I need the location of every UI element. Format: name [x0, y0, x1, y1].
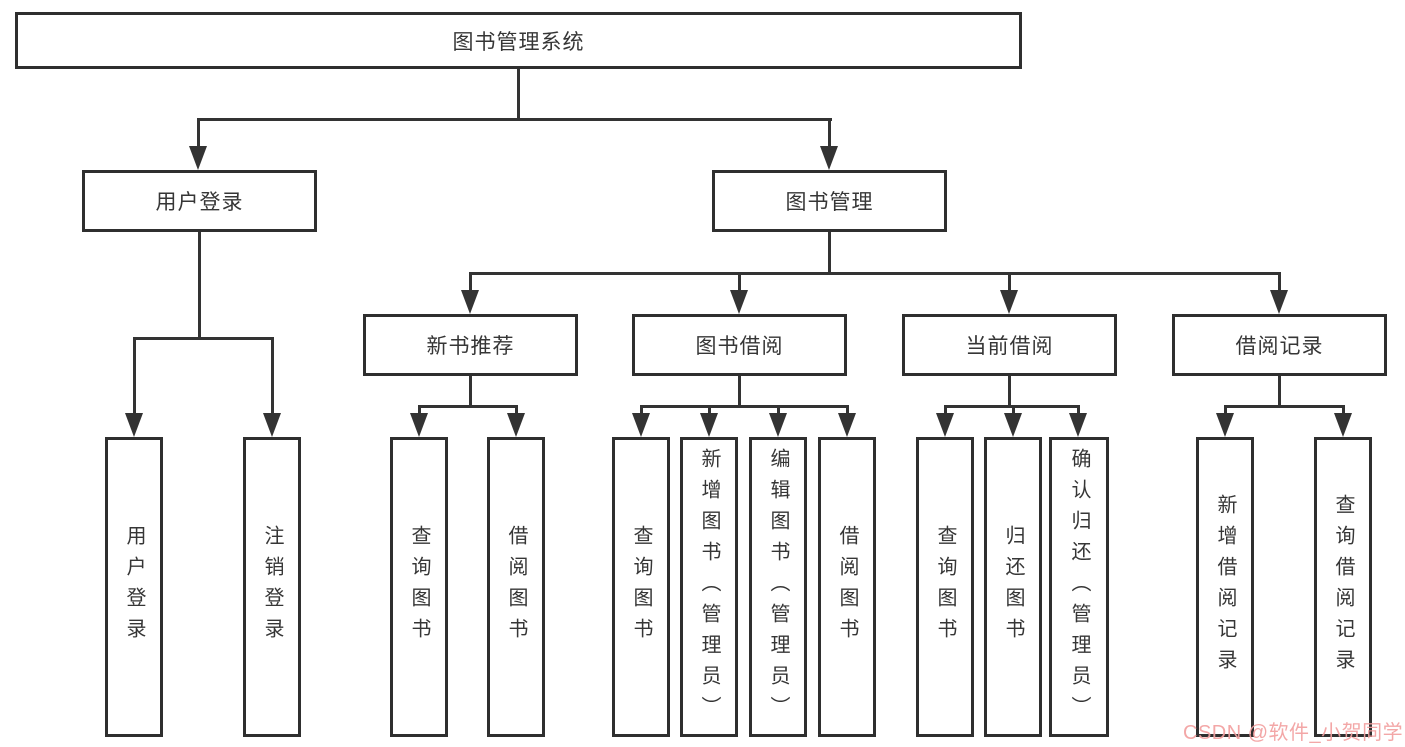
node-user-login-label: 用户登录 — [155, 191, 244, 214]
leaf-label: 查询图书 — [408, 525, 430, 649]
edge-arrowhead-down — [1069, 413, 1087, 437]
leaf-label: 注销登录 — [261, 525, 283, 649]
edge-line-v — [828, 118, 831, 150]
edge-line-v — [1008, 376, 1011, 405]
leaf-label: 查询图书 — [630, 525, 652, 649]
node-new-book-recommend: 新书推荐 — [363, 314, 578, 376]
leaf-add-book-admin: 新增图书（管理员） — [680, 437, 738, 737]
edge-line-v — [271, 337, 274, 415]
node-root: 图书管理系统 — [15, 12, 1022, 69]
edge-line-h — [197, 118, 832, 121]
node-new-book-recommend-label: 新书推荐 — [426, 335, 515, 358]
leaf-label: 查询借阅记录 — [1332, 494, 1354, 680]
leaf-edit-book-admin: 编辑图书（管理员） — [749, 437, 807, 737]
edge-arrowhead-down — [507, 413, 525, 437]
leaf-confirm-return-admin: 确认归还（管理员） — [1049, 437, 1109, 737]
edge-arrowhead-down — [461, 290, 479, 314]
node-borrow-record: 借阅记录 — [1172, 314, 1387, 376]
leaf-query-book-1: 查询图书 — [390, 437, 448, 737]
edge-line-v — [1008, 272, 1011, 292]
node-book-borrow-label: 图书借阅 — [695, 335, 784, 358]
edge-line-v — [777, 405, 780, 417]
edge-line-v — [1012, 405, 1015, 417]
leaf-label: 新增借阅记录 — [1214, 494, 1236, 680]
edge-line-v — [944, 405, 947, 417]
edge-line-v — [1278, 272, 1281, 292]
leaf-query-book-3: 查询图书 — [916, 437, 974, 737]
edge-line-h — [640, 405, 849, 408]
node-book-management-label: 图书管理 — [785, 191, 874, 214]
edge-line-v — [828, 232, 831, 272]
edge-line-v — [515, 405, 518, 417]
edge-line-v — [640, 405, 643, 417]
csdn-watermark: CSDN @软件_小贺同学 — [1183, 722, 1404, 744]
edge-arrowhead-down — [936, 413, 954, 437]
leaf-query-book-2: 查询图书 — [612, 437, 670, 737]
leaf-label: 用户登录 — [123, 525, 145, 649]
node-current-borrow-label: 当前借阅 — [965, 335, 1054, 358]
edge-arrowhead-down — [838, 413, 856, 437]
leaf-return-book: 归还图书 — [984, 437, 1042, 737]
leaf-add-borrow-record: 新增借阅记录 — [1196, 437, 1254, 737]
leaf-borrow-book-1: 借阅图书 — [487, 437, 545, 737]
edge-line-v — [846, 405, 849, 417]
edge-line-v — [469, 272, 472, 292]
edge-line-v — [198, 232, 201, 337]
edge-arrowhead-down — [1270, 290, 1288, 314]
leaf-user-login: 用户登录 — [105, 437, 163, 737]
leaf-label: 编辑图书（管理员） — [767, 447, 789, 727]
leaf-label: 借阅图书 — [836, 525, 858, 649]
edge-arrowhead-down — [263, 413, 281, 437]
edge-line-v — [469, 376, 472, 405]
edge-line-v — [738, 376, 741, 405]
edge-arrowhead-down — [769, 413, 787, 437]
edge-line-v — [418, 405, 421, 417]
leaf-query-borrow-record: 查询借阅记录 — [1314, 437, 1372, 737]
node-current-borrow: 当前借阅 — [902, 314, 1117, 376]
edge-arrowhead-down — [700, 413, 718, 437]
edge-arrowhead-down — [1000, 290, 1018, 314]
node-root-label: 图书管理系统 — [452, 30, 585, 54]
node-book-borrow: 图书借阅 — [632, 314, 847, 376]
node-borrow-record-label: 借阅记录 — [1235, 335, 1324, 358]
leaf-label: 查询图书 — [934, 525, 956, 649]
edge-line-v — [1278, 376, 1281, 405]
edge-line-v — [708, 405, 711, 417]
edge-line-v — [738, 272, 741, 292]
leaf-logout: 注销登录 — [243, 437, 301, 737]
leaf-borrow-book-2: 借阅图书 — [818, 437, 876, 737]
edge-arrowhead-down — [1004, 413, 1022, 437]
edge-arrowhead-down — [1216, 413, 1234, 437]
edge-arrowhead-down — [125, 413, 143, 437]
leaf-label: 借阅图书 — [505, 525, 527, 649]
edge-arrowhead-down — [410, 413, 428, 437]
leaf-label: 确认归还（管理员） — [1068, 447, 1090, 727]
edge-arrowhead-down — [820, 146, 838, 170]
edge-line-v — [197, 118, 200, 150]
edge-arrowhead-down — [632, 413, 650, 437]
edge-arrowhead-down — [189, 146, 207, 170]
edge-line-v — [1077, 405, 1080, 417]
edge-line-h — [1224, 405, 1345, 408]
edge-line-v — [1342, 405, 1345, 417]
leaf-label: 新增图书（管理员） — [698, 447, 720, 727]
edge-arrowhead-down — [730, 290, 748, 314]
node-book-management: 图书管理 — [712, 170, 947, 232]
edge-line-v — [1224, 405, 1227, 417]
edge-line-v — [517, 69, 520, 118]
edge-line-v — [133, 337, 136, 415]
edge-line-h — [469, 272, 1281, 275]
edge-arrowhead-down — [1334, 413, 1352, 437]
edge-line-h — [418, 405, 518, 408]
node-user-login: 用户登录 — [82, 170, 317, 232]
edge-line-h — [133, 337, 274, 340]
leaf-label: 归还图书 — [1002, 525, 1024, 649]
